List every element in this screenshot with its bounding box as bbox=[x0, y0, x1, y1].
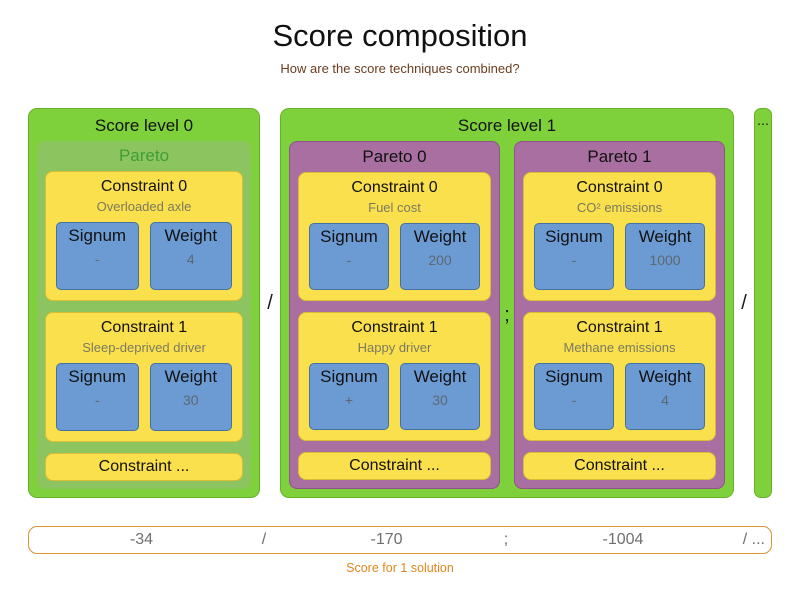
signum-box: Signum - bbox=[534, 223, 614, 290]
constraint-more-bar: Constraint ... bbox=[523, 452, 716, 480]
pareto-1-label: Pareto 1 bbox=[587, 147, 652, 166]
score-caption: Score for 1 solution bbox=[346, 561, 454, 575]
weight-box: Weight 200 bbox=[400, 223, 480, 290]
weight-box: Weight 30 bbox=[149, 363, 232, 431]
pareto-row: Pareto 0 Constraint 0 Fuel cost Signum -… bbox=[289, 141, 725, 489]
score-level-1-box: Score level 1 Pareto 0 Constraint 0 Fuel… bbox=[280, 108, 734, 498]
pareto-0-box: Pareto 0 Constraint 0 Fuel cost Signum -… bbox=[289, 141, 500, 489]
weight-label: Weight bbox=[164, 367, 218, 386]
separator-level1-more: / bbox=[741, 291, 747, 314]
constraint-more-bar: Constraint ... bbox=[45, 453, 243, 481]
page-title: Score composition bbox=[272, 18, 528, 53]
signum-value: - bbox=[94, 251, 100, 267]
signum-label: Signum bbox=[545, 227, 603, 246]
score-value-pareto0: -170 bbox=[370, 531, 403, 548]
signum-label: Signum bbox=[320, 227, 378, 246]
weight-value: 200 bbox=[428, 252, 452, 268]
signum-label: Signum bbox=[68, 226, 127, 245]
constraint-box-p0-c1: Constraint 1 Happy driver Signum + Weigh… bbox=[298, 312, 491, 441]
signum-value: - bbox=[346, 252, 352, 268]
weight-box: Weight 4 bbox=[625, 363, 705, 430]
constraint-title: Constraint 0 bbox=[351, 179, 438, 196]
score-value-pareto1: -1004 bbox=[602, 531, 644, 548]
weight-box: Weight 30 bbox=[400, 363, 480, 430]
constraint-box-p0-c0: Constraint 0 Fuel cost Signum - Weight 2… bbox=[298, 172, 491, 301]
signum-label: Signum bbox=[68, 367, 127, 386]
signum-weight-row: Signum - Weight 200 bbox=[309, 223, 480, 290]
separator-level0-level1: / bbox=[267, 291, 273, 314]
signum-box: Signum - bbox=[309, 223, 389, 290]
signum-box: Signum - bbox=[56, 363, 139, 431]
signum-label: Signum bbox=[545, 367, 603, 386]
signum-label: Signum bbox=[320, 367, 378, 386]
constraint-name: Happy driver bbox=[357, 340, 432, 355]
constraint-name: CO² emissions bbox=[576, 200, 663, 215]
page-subtitle: How are the score techniques combined? bbox=[280, 61, 520, 76]
signum-weight-row: Signum - Weight 4 bbox=[56, 222, 232, 290]
weight-label: Weight bbox=[638, 227, 692, 246]
score-composition-diagram: Score level 0 Pareto Constraint 0 Overlo… bbox=[28, 108, 772, 498]
weight-value: 30 bbox=[182, 392, 199, 408]
constraint-box-p1-c1: Constraint 1 Methane emissions Signum - … bbox=[523, 312, 716, 441]
constraint-box-p1-c0: Constraint 0 CO² emissions Signum - Weig… bbox=[523, 172, 716, 301]
constraint-box-l0-c1: Constraint 1 Sleep-deprived driver Signu… bbox=[45, 312, 243, 442]
pareto-box-level0: Pareto Constraint 0 Overloaded axle Sign… bbox=[37, 141, 251, 489]
signum-box: Signum + bbox=[309, 363, 389, 430]
signum-value: - bbox=[571, 252, 577, 268]
score-level-0-box: Score level 0 Pareto Constraint 0 Overlo… bbox=[28, 108, 260, 498]
score-value-level0: -34 bbox=[129, 531, 154, 548]
signum-weight-row: Signum - Weight 30 bbox=[56, 363, 232, 431]
more-levels-bar: ... bbox=[754, 108, 772, 498]
pareto-0-label: Pareto 0 bbox=[362, 147, 427, 166]
pareto-label-level0: Pareto bbox=[118, 146, 170, 165]
constraint-title: Constraint 0 bbox=[100, 178, 188, 195]
weight-value: 1000 bbox=[649, 252, 681, 268]
signum-value: + bbox=[344, 392, 354, 408]
weight-label: Weight bbox=[413, 227, 467, 246]
score-level-1-label: Score level 1 bbox=[457, 116, 557, 135]
constraint-name: Fuel cost bbox=[368, 200, 421, 215]
weight-box: Weight 4 bbox=[149, 222, 232, 290]
score-separator-semicolon: ; bbox=[503, 531, 509, 548]
constraint-name: Overloaded axle bbox=[96, 199, 192, 214]
weight-label: Weight bbox=[638, 367, 692, 386]
signum-box: Signum - bbox=[534, 363, 614, 430]
constraint-title: Constraint 1 bbox=[576, 319, 663, 336]
weight-label: Weight bbox=[164, 226, 218, 245]
score-more-values: / ... bbox=[742, 531, 765, 548]
more-levels-label: ... bbox=[757, 112, 769, 128]
score-level-0-label: Score level 0 bbox=[94, 116, 194, 135]
weight-value: 4 bbox=[661, 392, 669, 408]
constraint-title: Constraint 1 bbox=[100, 319, 188, 336]
signum-box: Signum - bbox=[56, 222, 139, 290]
weight-box: Weight 1000 bbox=[625, 223, 705, 290]
pareto-1-box: Pareto 1 Constraint 0 CO² emissions Sign… bbox=[514, 141, 725, 489]
score-bar: -34 / -170 ; -1004 / ... bbox=[28, 526, 772, 554]
signum-value: - bbox=[571, 392, 577, 408]
signum-weight-row: Signum - Weight 4 bbox=[534, 363, 705, 430]
separator-pareto0-pareto1: ; bbox=[504, 303, 510, 326]
constraint-box-l0-c0: Constraint 0 Overloaded axle Signum - We… bbox=[45, 171, 243, 301]
constraint-name: Sleep-deprived driver bbox=[82, 340, 206, 355]
constraint-title: Constraint 1 bbox=[351, 319, 438, 336]
signum-weight-row: Signum + Weight 30 bbox=[309, 363, 480, 430]
signum-weight-row: Signum - Weight 1000 bbox=[534, 223, 705, 290]
weight-value: 30 bbox=[432, 392, 448, 408]
constraint-name: Methane emissions bbox=[563, 340, 676, 355]
constraint-title: Constraint 0 bbox=[576, 179, 663, 196]
constraint-more-bar: Constraint ... bbox=[298, 452, 491, 480]
score-separator-slash: / bbox=[261, 531, 267, 548]
signum-value: - bbox=[94, 392, 100, 408]
weight-value: 4 bbox=[186, 251, 195, 267]
weight-label: Weight bbox=[413, 367, 467, 386]
